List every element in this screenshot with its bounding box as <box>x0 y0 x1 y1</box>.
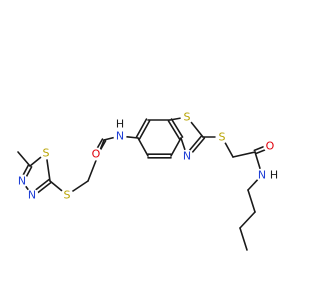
atom-label-c: H <box>116 118 124 131</box>
atom-label-n: N <box>18 175 26 188</box>
atom-label-n: N <box>116 130 124 143</box>
atom-label-s: S <box>64 189 71 202</box>
atom-label-background <box>25 188 39 202</box>
single-bond <box>247 189 256 213</box>
single-bond <box>17 151 31 167</box>
atom-label-background <box>267 168 281 182</box>
atom-label-background <box>263 139 277 153</box>
atom-label-n: N <box>28 189 36 202</box>
atom-label-background <box>15 174 29 188</box>
atom-label-c: H <box>270 169 278 182</box>
double-bond <box>135 118 148 138</box>
atom-label-background <box>255 168 269 182</box>
atom-label-n: N <box>183 150 191 163</box>
atom-label-background <box>60 188 74 202</box>
bond-layer <box>17 116 272 251</box>
single-bond <box>170 137 182 157</box>
atom-label-background <box>180 149 194 163</box>
single-bond <box>232 151 256 158</box>
atom-label-n: N <box>258 169 266 182</box>
double-bond <box>167 120 181 140</box>
atom-label-s: S <box>219 131 226 144</box>
atom-label-background <box>180 110 194 124</box>
atom-label-background <box>215 130 229 144</box>
double-bond <box>170 118 184 138</box>
atom-label-background <box>113 117 127 131</box>
atom-label-o: O <box>266 140 275 153</box>
atom-label-s: S <box>184 111 191 124</box>
single-bond <box>239 211 256 229</box>
atom-label-o: O <box>92 148 101 161</box>
single-bond <box>137 137 149 157</box>
atom-label-background <box>39 146 53 160</box>
atom-label-s: S <box>43 147 50 160</box>
atom-label-background <box>89 147 103 161</box>
atom-label-background <box>113 129 127 143</box>
single-bond <box>239 227 248 251</box>
double-bond <box>138 120 151 140</box>
